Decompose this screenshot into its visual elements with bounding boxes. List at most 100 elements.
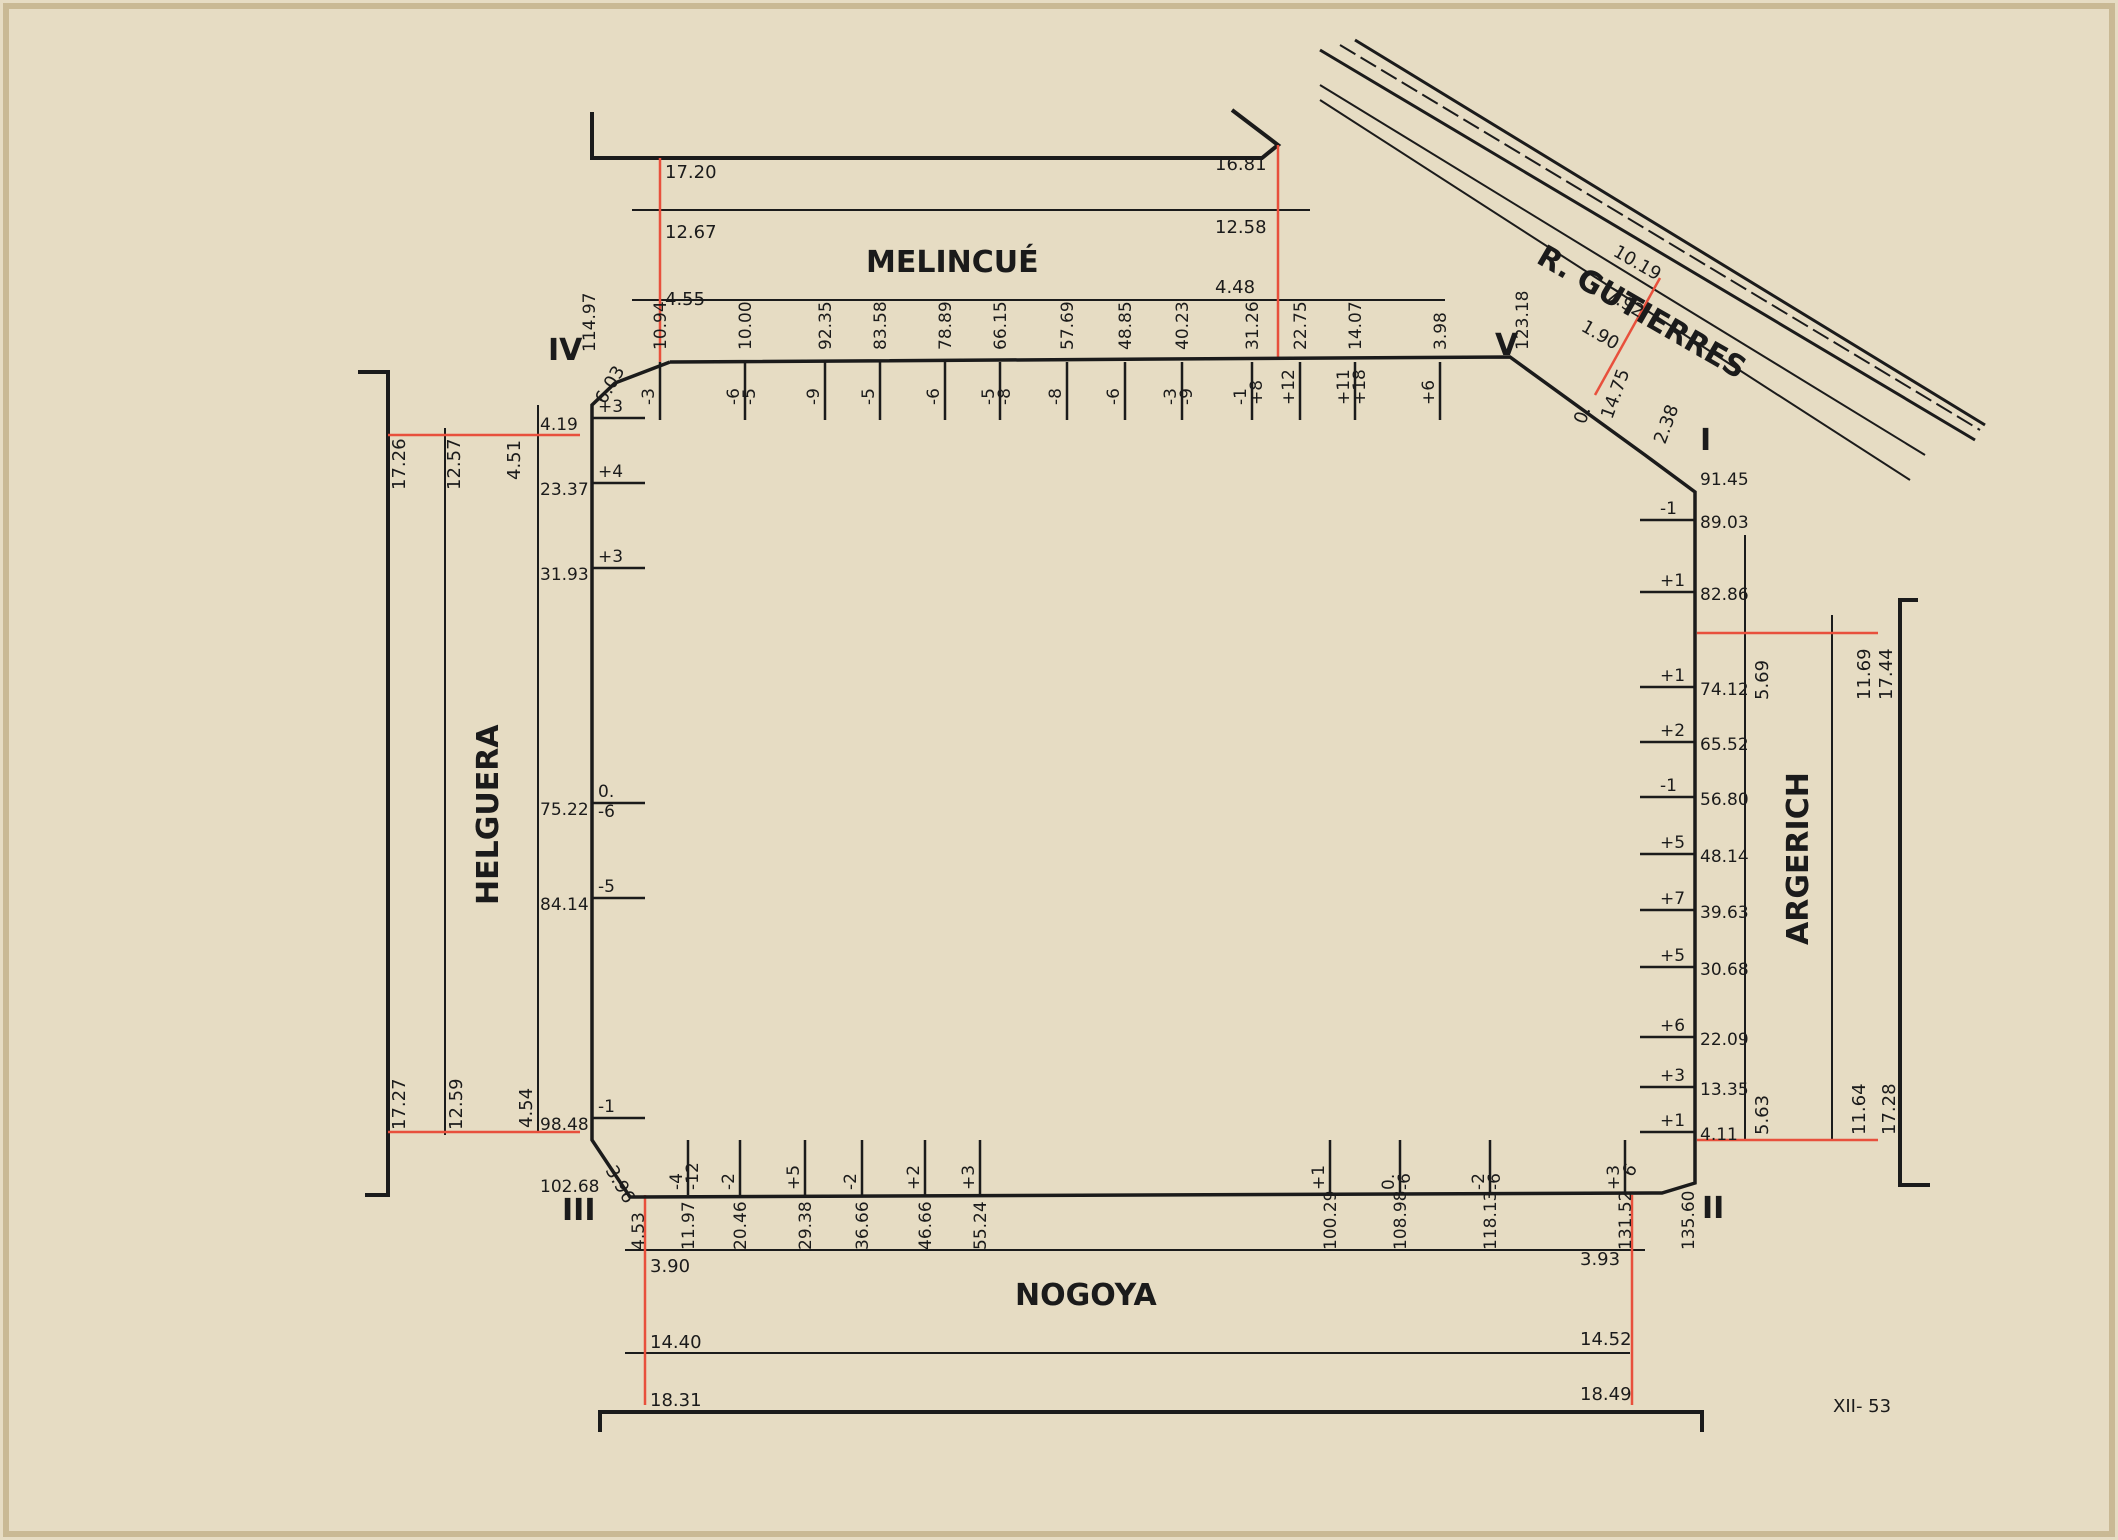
north-station-distance: 40.23 [1173,301,1193,350]
north-station-distance: 48.85 [1116,301,1136,350]
east-station-distance: 22.09 [1700,1030,1749,1050]
south-station-value: -6 [1485,1173,1505,1190]
east-station-value: +6 [1660,1016,1685,1036]
north-station-value: -5 [859,388,879,405]
north-width-a-1: 12.67 [665,222,717,243]
west-width-bottom-1: 12.59 [446,1078,467,1130]
west-width-top-0: 17.26 [389,438,410,490]
north-width-b-0: 16.81 [1215,154,1267,175]
east-width-bottom-2: 17.28 [1879,1083,1900,1135]
north-station-value: -6 [724,388,744,405]
east-station-distance: 74.12 [1700,680,1749,700]
west-station-value: +3 [598,547,623,567]
south-station-distance: 55.24 [971,1201,991,1250]
south-station-value: 0. [1379,1174,1399,1190]
west-width-top-1: 12.57 [444,438,465,490]
north-station-value: -3 [639,388,659,405]
south-station-value: +2 [904,1165,924,1190]
west-red-ties [388,433,580,1134]
northeast-red-ties [1593,277,1662,396]
south-station-value: +3 [959,1165,979,1190]
north-station-value: -8 [995,388,1015,405]
east-width-bottom-0: 5.63 [1752,1095,1773,1135]
south-station-value: +5 [784,1165,804,1190]
west-width-bottom-2: 4.54 [516,1088,537,1128]
corner-label-i: I [1700,423,1711,458]
west-station-distance: 4.19 [540,415,578,435]
south-station-value: -6 [1395,1173,1415,1190]
east-station-distance: 4.11 [1700,1125,1738,1145]
south-station-value: -12 [683,1162,703,1190]
north-station-value: +12 [1279,369,1299,405]
north-station-distance: 14.07 [1346,301,1366,350]
west-width-bottom-0: 17.27 [389,1078,410,1130]
south-station-distance: 108.98 [1391,1191,1411,1250]
north-red-ties [658,145,1280,362]
south-station-value: -2 [841,1173,861,1190]
north-width-lines [632,209,1445,301]
west-station-value: -5 [598,877,615,897]
west-station-distance: 23.37 [540,480,589,500]
north-station-distance: 57.69 [1058,301,1078,350]
east-width-bottom-1: 11.64 [1849,1083,1870,1135]
south-width-a-2: 18.31 [650,1390,702,1411]
south-station-distance: 100.29 [1321,1191,1341,1250]
east-station-value: +2 [1660,721,1685,741]
east-station-value: +1 [1660,571,1685,591]
north-station-value: +11 [1334,369,1354,405]
east-station-value: +3 [1660,1066,1685,1086]
east-station-value: +7 [1660,889,1685,909]
north-station-value: +8 [1247,380,1267,405]
south-station-distance: 36.66 [853,1201,873,1250]
corner-label-iii: III [562,1193,596,1228]
south-width-a-1: 14.40 [650,1332,702,1353]
east-station-distance: 39.63 [1700,903,1749,923]
east-width-top-1: 11.69 [1854,648,1875,700]
south-station-distance: 20.46 [731,1201,751,1250]
east-station-value: -1 [1660,776,1677,796]
corner-label-iv: IV [548,333,583,368]
east-station-distance: 30.68 [1700,960,1749,980]
corner-label-v: V [1495,328,1519,363]
west-station-value: 0. [598,782,614,802]
street-label-north: MELINCUÉ [866,244,1039,280]
north-station-distance: 10.00 [736,301,756,350]
south-station-value: +3 [1604,1165,1624,1190]
chamfer-ne-zero: 0. [1570,403,1596,426]
south-station-value: -2 [719,1173,739,1190]
east-station-value: -1 [1660,499,1677,519]
street-label-west: HELGUERA [471,724,506,905]
west-station-value: +4 [598,462,623,482]
south-station-value: -4 [667,1173,687,1190]
north-station-value: -3 [1161,388,1181,405]
east-width-top-0: 5.69 [1752,660,1773,700]
north-width-b-1: 12.58 [1215,217,1267,238]
south-width-a-0: 3.90 [650,1256,690,1277]
corner-label-ii: II [1702,1191,1724,1226]
west-station-distance: 84.14 [540,895,589,915]
street-label-east: ARGERICH [1781,772,1816,945]
west-station-value: +3 [598,397,623,417]
east-station-distance: 56.80 [1700,790,1749,810]
west-stations: 114.974.19+323.37+431.93+375.220.-684.14… [540,293,645,1197]
west-width-lines [444,405,539,1135]
sheet-footer: XII- 53 [1833,1396,1891,1417]
east-stations: 91.4589.03-182.86+174.12+165.52+256.80-1… [1640,470,1749,1145]
east-station-value: +5 [1660,946,1685,966]
north-station-value: -1 [1231,388,1251,405]
street-label-south: NOGOYA [1015,1278,1158,1313]
west-width-top-2: 4.51 [504,440,525,480]
east-station-distance: 82.86 [1700,585,1749,605]
north-station-distance: 31.26 [1243,301,1263,350]
north-width-a-0: 17.20 [665,162,717,183]
north-station-distance: 123.18 [1513,291,1533,350]
south-station-distance: 29.38 [796,1201,816,1250]
east-width-lines [1744,535,1833,1140]
north-station-value: -5 [979,388,999,405]
east-sideline [1898,598,1930,1187]
east-station-distance: 91.45 [1700,470,1749,490]
paper-edge [3,3,2115,1537]
